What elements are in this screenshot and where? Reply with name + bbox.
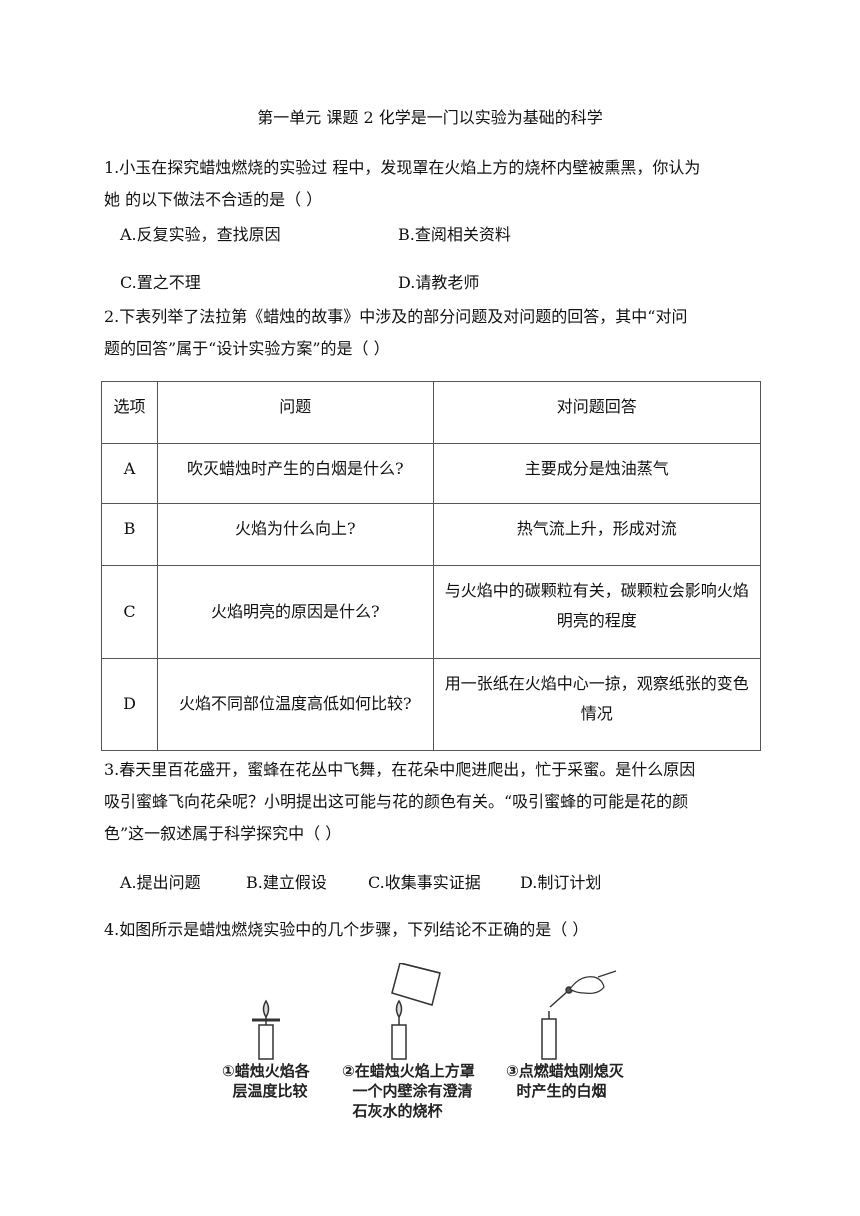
row-option: C [101,565,158,659]
candle-3-icon [541,986,573,1060]
q3-option-d: D.制订计划 [520,873,602,892]
row-answer: 主要成分是烛油蒸气 [432,443,762,504]
q2-stem-line1: 2.下表列举了法拉第《蜡烛的故事》中涉及的部分问题及对问题的回答，其中“对问 [104,307,688,326]
q1-stem-line1: 1.小玉在探究蜡烛燃烧的实验过 程中，发现罩在火焰上方的烧杯内壁被熏黑，你认为 [104,158,701,177]
q3-stem-line3: 色”这一叙述属于科学探究中（ ） [104,824,342,843]
table-header-option: 选项 [101,381,158,444]
candle-experiment-figure: ①蜡烛火焰各 层温度比较 ②在蜡烛火焰上方罩 一个内壁涂有澄清 石灰水的烧杯 ③… [218,962,646,1120]
table-row: C 火焰明亮的原因是什么? 与火焰中的碳颗粒有关，碳颗粒会影响火焰明亮的程度 [101,565,762,659]
table-header-question: 问题 [156,381,434,444]
table-row: B 火焰为什么向上? 热气流上升，形成对流 [101,503,762,566]
figure-caption-1: ①蜡烛火焰各 层温度比较 [222,1062,310,1100]
q3-stem-line1: 3.春天里百花盛开，蜜蜂在花丛中飞舞，在花朵中爬进爬出，忙于采蜜。是什么原因 [104,760,696,779]
q1-option-a: A.反复实验，查找原因 [120,225,281,244]
figure-caption-3: ③点燃蜡烛刚熄灭 时产生的白烟 [506,1062,624,1100]
q3-stem-line2: 吸引蜜蜂飞向花朵呢？小明提出这可能与花的颜色有关。“吸引蜜蜂的可能是花的颜 [104,792,689,811]
row-question: 吹灭蜡烛时产生的白烟是什么? [156,443,434,504]
q3-option-b: B.建立假设 [246,873,327,892]
q1-option-b: B.查阅相关资料 [398,225,511,244]
row-question: 火焰明亮的原因是什么? [156,565,434,659]
candle-1-icon [252,999,280,1060]
q3-option-c: C.收集事实证据 [368,873,481,892]
row-option: A [101,443,158,504]
table-row: A 吹灭蜡烛时产生的白烟是什么? 主要成分是烛油蒸气 [101,443,762,504]
row-answer: 用一张纸在火焰中心一掠，观察纸张的变色情况 [432,658,762,751]
table-row: D 火焰不同部位温度高低如何比较? 用一张纸在火焰中心一掠，观察纸张的变色情况 [101,658,762,751]
q2-table: 选项 问题 对问题回答 A 吹灭蜡烛时产生的白烟是什么? 主要成分是烛油蒸气 B… [101,381,762,751]
q2-stem-line2: 题的回答”属于“设计实验方案”的是（ ） [104,339,390,358]
row-option: D [101,658,158,751]
candle-experiment-illustration [252,962,617,1060]
table-header-answer: 对问题回答 [432,381,762,444]
table-header-row: 选项 问题 对问题回答 [101,381,762,444]
candle-2-icon [391,962,441,1060]
q1-option-d: D.请教老师 [398,273,480,292]
row-answer: 与火焰中的碳颗粒有关，碳颗粒会影响火焰明亮的程度 [432,565,762,659]
row-option: B [101,503,158,566]
q3-option-a: A.提出问题 [120,873,201,892]
hand-icon [569,970,617,994]
q1-stem-line2: 她 的以下做法不合适的是（ ） [104,190,323,209]
row-question: 火焰为什么向上? [156,503,434,566]
page-title: 第一单元 课题 2 化学是一门以实验为基础的科学 [257,108,603,127]
figure-caption-2: ②在蜡烛火焰上方罩 一个内壁涂有澄清 石灰水的烧杯 [342,1062,475,1120]
beaker-icon [399,962,441,974]
row-answer: 热气流上升，形成对流 [432,503,762,566]
q4-stem: 4.如图所示是蜡烛燃烧实验中的几个步骤，下列结论不正确的是（ ） [104,920,589,939]
q1-option-c: C.置之不理 [120,273,201,292]
row-question: 火焰不同部位温度高低如何比较? [156,658,434,751]
